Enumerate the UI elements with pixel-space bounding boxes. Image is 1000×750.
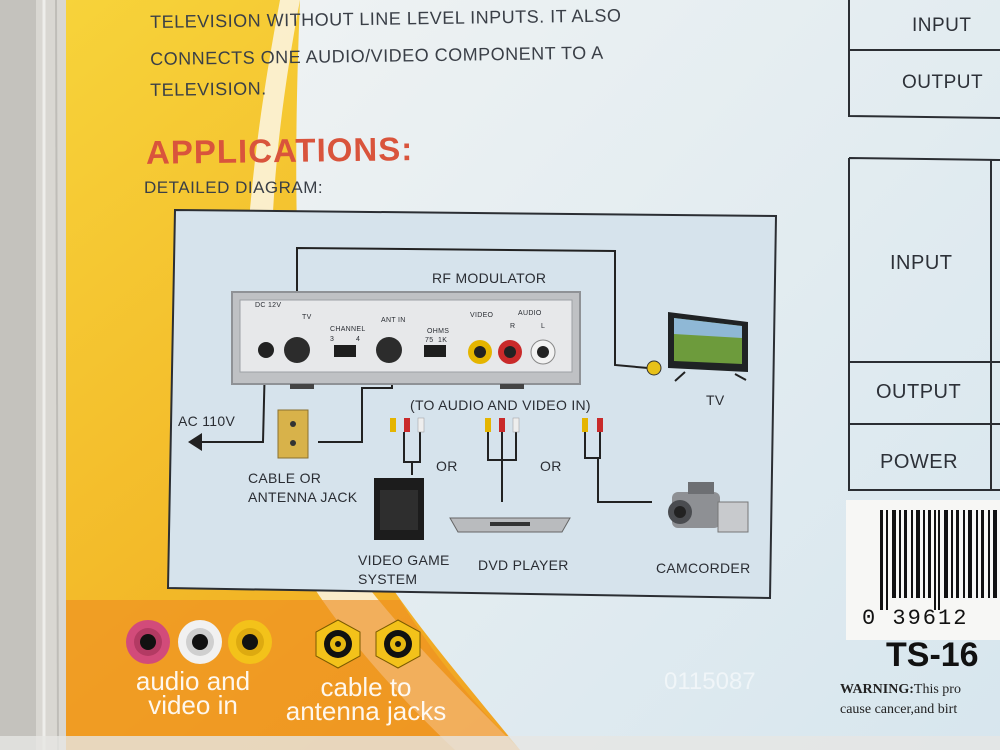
- rf-modulator-label: RF MODULATOR: [432, 270, 547, 286]
- panel-tv-label: TV: [302, 314, 312, 321]
- barcode-digits: 0 39612: [862, 606, 969, 631]
- rf-modulator-icon: [231, 291, 581, 389]
- video-game-console-icon: [374, 478, 424, 540]
- panel-ch3-label: 3: [330, 336, 335, 343]
- panel-l-label: L: [541, 323, 546, 330]
- connector-icons: [126, 619, 421, 669]
- detailed-diagram: [166, 208, 778, 600]
- dvd-player-icon: [449, 517, 571, 533]
- warning-line-2: cause cancer,and birt: [840, 702, 958, 717]
- coax-jack-icon-1: [315, 619, 361, 669]
- ghost-code: 0115087: [664, 668, 756, 695]
- warning-line-1: WARNING:This pro: [840, 682, 961, 698]
- panel-ant-in-label: ANT IN: [381, 317, 406, 324]
- cable-label-line2: ANTENNA JACK: [248, 489, 358, 505]
- model-number: TS-16: [886, 636, 979, 674]
- barcode-icon: [880, 510, 997, 610]
- rca-jack-yellow-icon: [228, 620, 272, 664]
- panel-audio-label: AUDIO: [518, 310, 542, 317]
- panel-video-label: VIDEO: [470, 312, 494, 319]
- tv-label: TV: [706, 392, 725, 408]
- spec-bottom-output: OUTPUT: [876, 381, 962, 403]
- ac-110v-label: AC 110V: [178, 413, 236, 429]
- cable-to-antenna-line2: antenna jacks: [285, 696, 447, 726]
- panel-dc-label: DC 12V: [255, 302, 282, 309]
- audio-video-in-line2: video in: [148, 690, 238, 720]
- camcorder-label: CAMCORDER: [656, 560, 751, 576]
- coax-jack-icon-2: [375, 619, 421, 669]
- to-audio-video-label: (TO AUDIO AND VIDEO IN): [410, 397, 591, 413]
- dvd-player-label: DVD PLAYER: [478, 557, 569, 573]
- audio-video-in-line1: audio and: [135, 666, 251, 696]
- or-label-2: OR: [540, 458, 562, 474]
- warning-bold: WARNING:: [840, 682, 914, 697]
- rca-jack-white-icon: [178, 620, 222, 664]
- spec-top-output: OUTPUT: [902, 72, 984, 93]
- spec-top-input: INPUT: [912, 15, 972, 36]
- panel-channel-label: CHANNEL: [330, 326, 366, 333]
- antenna-jack-icon: [277, 409, 309, 459]
- applications-heading: APPLICATIONS:: [145, 130, 414, 171]
- camcorder-icon: [668, 482, 749, 533]
- panel-ohms-label: OHMS: [427, 328, 450, 335]
- spec-bottom-input: INPUT: [890, 252, 953, 274]
- game-label-line2: SYSTEM: [358, 571, 418, 587]
- panel-ch4-label: 4: [356, 336, 361, 343]
- rca-plugs-icon: [390, 417, 603, 433]
- tv-icon: [646, 312, 748, 382]
- game-label-line1: VIDEO GAME: [358, 552, 450, 568]
- spec-bottom-power: POWER: [880, 451, 959, 473]
- panel-1k-label: 1K: [438, 337, 448, 344]
- cable-label-line1: CABLE OR: [248, 470, 322, 486]
- rca-jack-red-icon: [126, 620, 170, 664]
- panel-75-label: 75: [425, 337, 434, 344]
- spec-table-lines: [848, 0, 1000, 491]
- detailed-diagram-label: DETAILED DIAGRAM:: [144, 178, 324, 197]
- intro-line-3: TELEVISION.: [150, 78, 267, 100]
- panel-r-label: R: [510, 323, 516, 330]
- warning-rest: This pro: [913, 682, 961, 697]
- cable-to-antenna-line1: cable to: [320, 672, 412, 702]
- or-label-1: OR: [436, 458, 458, 474]
